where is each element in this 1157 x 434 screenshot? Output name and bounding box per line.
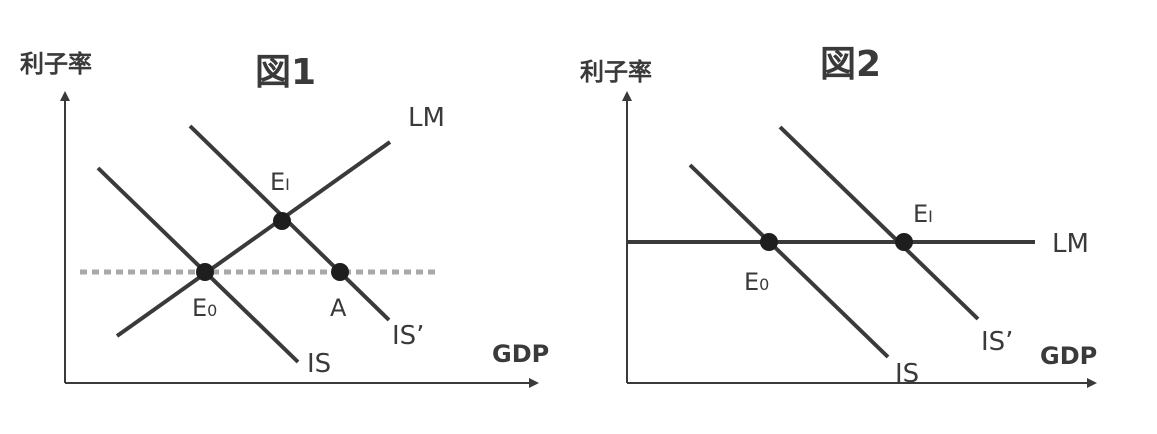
figure-2-x-axis-label: GDP bbox=[1040, 342, 1097, 370]
figure-1-is-shifted-label: IS’ bbox=[392, 321, 424, 351]
figure-2: 図2 利子率 GDP LM IS IS’ E0 EI bbox=[580, 44, 1097, 389]
figure-1: 図1 利子率 GDP LM IS IS’ E0 EI A bbox=[20, 50, 549, 388]
figure-2-is-label: IS bbox=[895, 359, 919, 389]
figure-1-title: 図1 bbox=[255, 52, 316, 93]
figure-2-e0-label: E0 bbox=[744, 268, 769, 296]
figure-1-is-curve bbox=[96, 166, 300, 364]
figure-2-is-shifted-curve bbox=[778, 125, 980, 321]
figure-1-point-e0 bbox=[196, 263, 214, 281]
figure-2-y-axis-label: 利子率 bbox=[580, 58, 652, 86]
figure-2-is-shifted-label: IS’ bbox=[981, 327, 1013, 357]
figure-1-lm-label: LM bbox=[408, 103, 445, 133]
figure-1-point-e1 bbox=[273, 212, 291, 230]
figure-1-a-label: A bbox=[330, 294, 347, 322]
figure-2-point-e0 bbox=[760, 233, 778, 251]
figure-1-e1-label: EI bbox=[270, 168, 290, 196]
figure-1-lm-curve bbox=[115, 140, 392, 338]
figure-1-y-axis-label: 利子率 bbox=[20, 50, 92, 78]
figure-2-point-e1 bbox=[895, 233, 913, 251]
figure-2-e1-label: EI bbox=[913, 200, 933, 228]
figure-2-is-curve bbox=[688, 163, 890, 359]
figure-1-is-label: IS bbox=[307, 349, 331, 379]
figure-1-e0-label: E0 bbox=[192, 294, 217, 322]
figure-1-point-a bbox=[331, 263, 349, 281]
figure-2-lm-label: LM bbox=[1052, 229, 1089, 259]
figure-1-x-axis-label: GDP bbox=[492, 340, 549, 368]
figure-2-title: 図2 bbox=[820, 44, 881, 85]
